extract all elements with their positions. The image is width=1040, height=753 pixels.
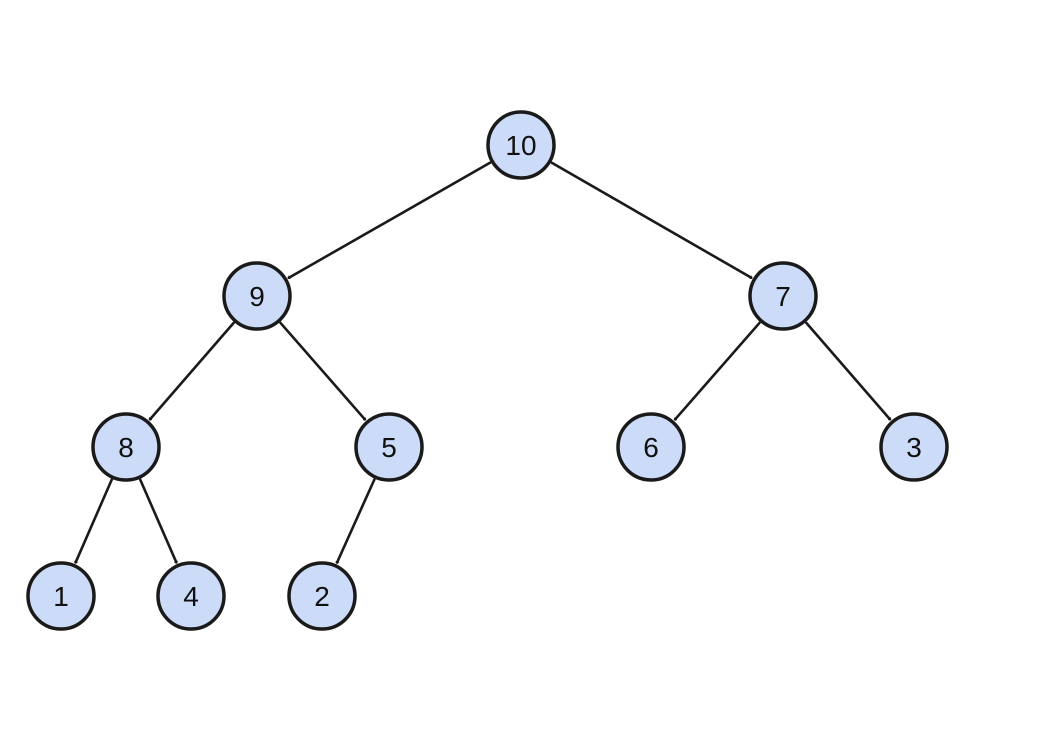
tree-node-5: 5 [354,412,424,482]
tree-node-label: 3 [906,432,922,463]
tree-node-circle [222,261,292,331]
edges-layer [76,161,892,564]
tree-edge-7-3 [805,321,892,421]
tree-node-label: 9 [249,281,265,312]
tree-edge-5-2 [337,478,376,564]
tree-node-label: 5 [381,432,397,463]
tree-node-label: 4 [183,581,199,612]
tree-node-circle [879,412,949,482]
tree-edge-9-8 [148,321,235,421]
nodes-layer: 10 9 7 8 5 6 3 1 4 2 [26,110,949,631]
tree-node-label: 8 [118,432,134,463]
tree-node-circle [748,261,818,331]
tree-node-3: 3 [879,412,949,482]
tree-node-9: 9 [222,261,292,331]
tree-edge-10-9 [287,161,492,280]
tree-edge-9-5 [279,321,367,421]
tree-node-circle [354,412,424,482]
tree-node-label: 2 [314,581,330,612]
tree-node-circle [616,412,686,482]
tree-node-circle [91,412,161,482]
tree-node-circle [156,561,226,631]
tree-node-label: 7 [775,281,791,312]
tree-node-6: 6 [616,412,686,482]
tree-node-4: 4 [156,561,226,631]
tree-node-8: 8 [91,412,161,482]
tree-node-label: 10 [505,130,536,161]
tree-node-circle [486,110,556,180]
tree-node-1: 1 [26,561,96,631]
tree-edge-7-6 [673,321,761,421]
tree-edge-10-7 [550,161,753,279]
tree-node-label: 6 [643,432,659,463]
tree-node-10: 10 [486,110,556,180]
tree-edge-8-4 [138,478,176,564]
tree-node-circle [287,561,357,631]
tree-edge-8-1 [76,478,114,564]
tree-node-label: 1 [53,581,69,612]
tree-node-7: 7 [748,261,818,331]
tree-node-2: 2 [287,561,357,631]
tree-node-circle [26,561,96,631]
